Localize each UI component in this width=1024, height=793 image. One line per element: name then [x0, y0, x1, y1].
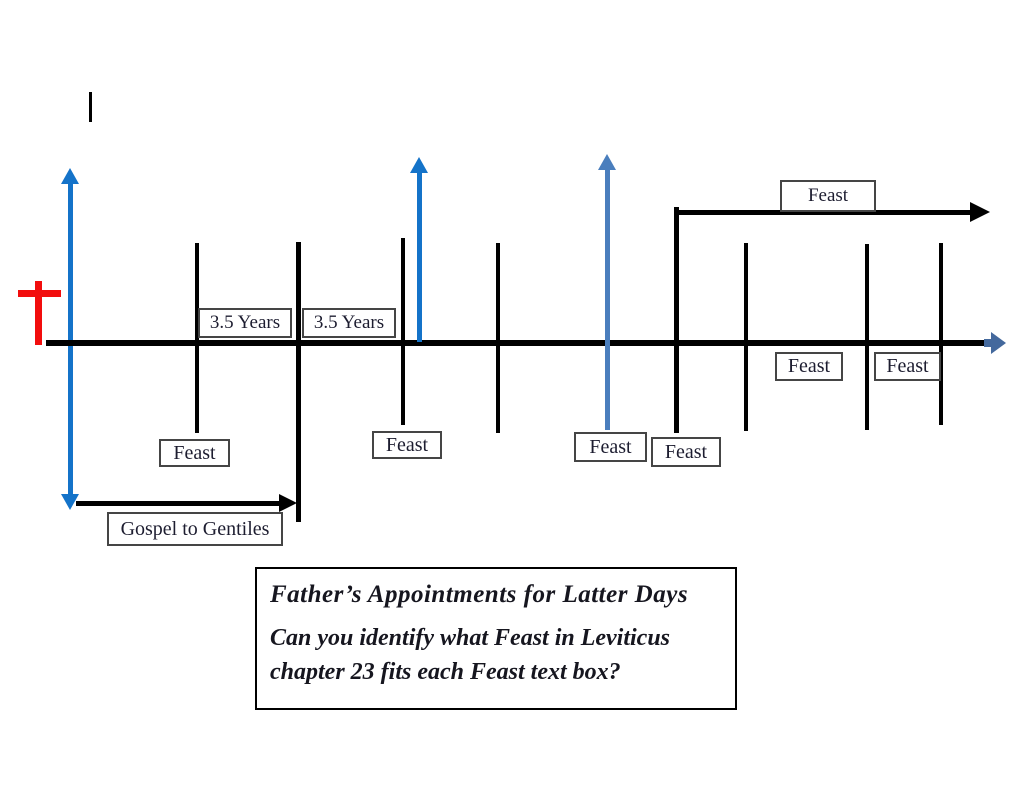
title-question-line-1: Can you identify what Feast in Leviticus	[270, 625, 671, 651]
tick-mark-3	[401, 238, 405, 425]
feast-label: Feast	[787, 355, 831, 377]
timeline-axis	[46, 340, 984, 346]
arrowhead-right-icon	[970, 202, 990, 222]
red-cross-icon	[18, 290, 61, 297]
arrowhead-up-icon	[598, 154, 616, 170]
up-arrow-blue-1-line	[417, 172, 422, 342]
arrowhead-up-icon	[61, 168, 79, 184]
up-arrow-blue-2-line	[605, 169, 610, 430]
years-box-2: 3.5 Years	[302, 308, 396, 338]
feast-label: Feast	[173, 441, 216, 464]
gospel-to-gentiles-label: Gospel to Gentiles	[120, 517, 270, 540]
red-cross-icon	[35, 281, 42, 345]
feast-box-2: Feast	[372, 431, 442, 459]
feast-box-4: Feast	[651, 437, 721, 467]
years-box-1: 3.5 Years	[198, 308, 292, 338]
tick-mark-5	[744, 243, 748, 431]
title-heading: Father’s Appointments for Latter Days	[270, 581, 689, 608]
title-box: Father’s Appointments for Latter Days Ca…	[255, 567, 737, 710]
gospel-to-gentiles-box: Gospel to Gentiles	[107, 512, 283, 546]
years-label: 3.5 Years	[209, 312, 281, 333]
tick-mark-7	[939, 243, 943, 425]
feast-box-6: Feast	[874, 352, 941, 381]
feast-box-5: Feast	[775, 352, 843, 381]
arrowhead-right-icon	[279, 494, 297, 512]
tick-mark-2-long	[296, 242, 301, 522]
feast-box-3: Feast	[574, 432, 647, 462]
feast-label: Feast	[886, 355, 929, 377]
feast-label: Feast	[807, 185, 849, 206]
feast-label: Feast	[385, 433, 429, 456]
arrowhead-down-icon	[61, 494, 79, 510]
elbow-arrow-vertical-line	[674, 207, 679, 433]
cursor-mark-icon	[89, 92, 92, 122]
tick-mark-4	[496, 243, 500, 433]
gospel-arrow-line	[76, 501, 279, 506]
feast-box-top-arrow: Feast	[780, 180, 876, 212]
title-question-line-2: chapter 23 fits each Feast text box?	[270, 658, 621, 685]
feast-label: Feast	[664, 440, 708, 463]
tick-mark-6	[865, 244, 869, 430]
feast-label: Feast	[589, 435, 632, 458]
timeline-arrowhead-icon	[991, 332, 1006, 354]
years-label: 3.5 Years	[313, 312, 385, 333]
title-question: Can you identify what Feast in Leviticus…	[270, 622, 721, 689]
elbow-arrow-horizontal-line	[677, 210, 970, 215]
tick-mark-1	[195, 243, 199, 433]
arrowhead-up-icon	[410, 157, 428, 173]
double-arrow-blue-line	[68, 182, 73, 496]
feast-box-1: Feast	[159, 439, 230, 467]
timeline-arrowhead-stem	[984, 339, 992, 347]
